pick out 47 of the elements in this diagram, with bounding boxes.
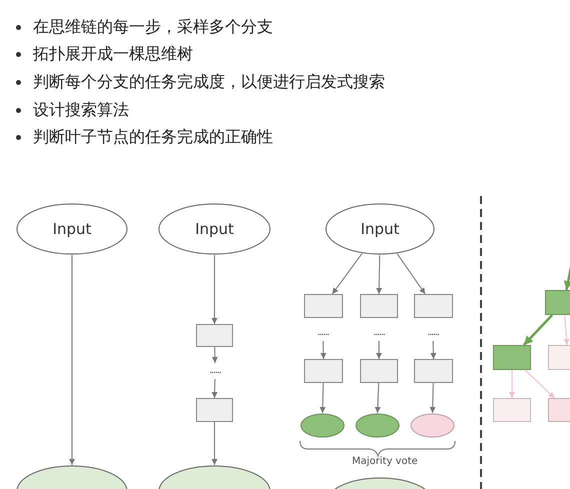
arrow [212, 422, 218, 466]
arrow [522, 314, 554, 346]
step-box [360, 294, 398, 318]
bullet-text: 判断叶子节点的任务完成的正确性 [33, 127, 273, 147]
bullet-text: 在思维链的每一步，采样多个分支 [33, 17, 273, 37]
ellipse-node [410, 413, 455, 438]
arrow [212, 254, 218, 324]
ellipsis-text: ...... [416, 325, 450, 341]
arrow [376, 254, 382, 294]
bullet-text: 拓扑展开成一棵思维树 [33, 44, 193, 64]
arrow [430, 340, 436, 360]
step-box [548, 398, 570, 422]
brace-label: Majority vote [352, 456, 418, 467]
step-box [304, 294, 343, 318]
step-box [545, 290, 570, 315]
arrow [509, 370, 515, 398]
ellipsis-text: ...... [362, 325, 396, 341]
arrow [564, 314, 570, 346]
arrow [430, 382, 436, 414]
arrow [320, 340, 326, 360]
arrow [524, 370, 555, 398]
arrow [69, 254, 75, 466]
input-ellipse: Input [16, 203, 128, 255]
bullet-text: 设计搜索算法 [33, 100, 129, 120]
step-box [493, 398, 531, 422]
arrow [396, 253, 426, 294]
step-box [196, 324, 233, 347]
arrow [332, 253, 362, 294]
step-box [414, 294, 453, 318]
arrow [376, 340, 382, 360]
ellipse-node [355, 413, 400, 438]
input-ellipse: Input [325, 203, 435, 255]
arrow [320, 382, 326, 414]
input-ellipse: Input [158, 203, 271, 255]
ellipsis-text: ...... [199, 363, 231, 379]
arrow [212, 378, 218, 398]
bullet-text: 判断每个分支的任务完成度，以便进行启发式搜索 [33, 72, 385, 92]
arrow [374, 382, 381, 414]
step-box [548, 345, 570, 370]
step-box [414, 359, 453, 383]
step-box [493, 345, 531, 370]
arrow [212, 346, 218, 364]
step-box [196, 398, 233, 422]
ellipse-node [300, 413, 345, 438]
step-box [304, 359, 343, 383]
ellipsis-text: ...... [306, 325, 340, 341]
step-box [360, 359, 398, 383]
